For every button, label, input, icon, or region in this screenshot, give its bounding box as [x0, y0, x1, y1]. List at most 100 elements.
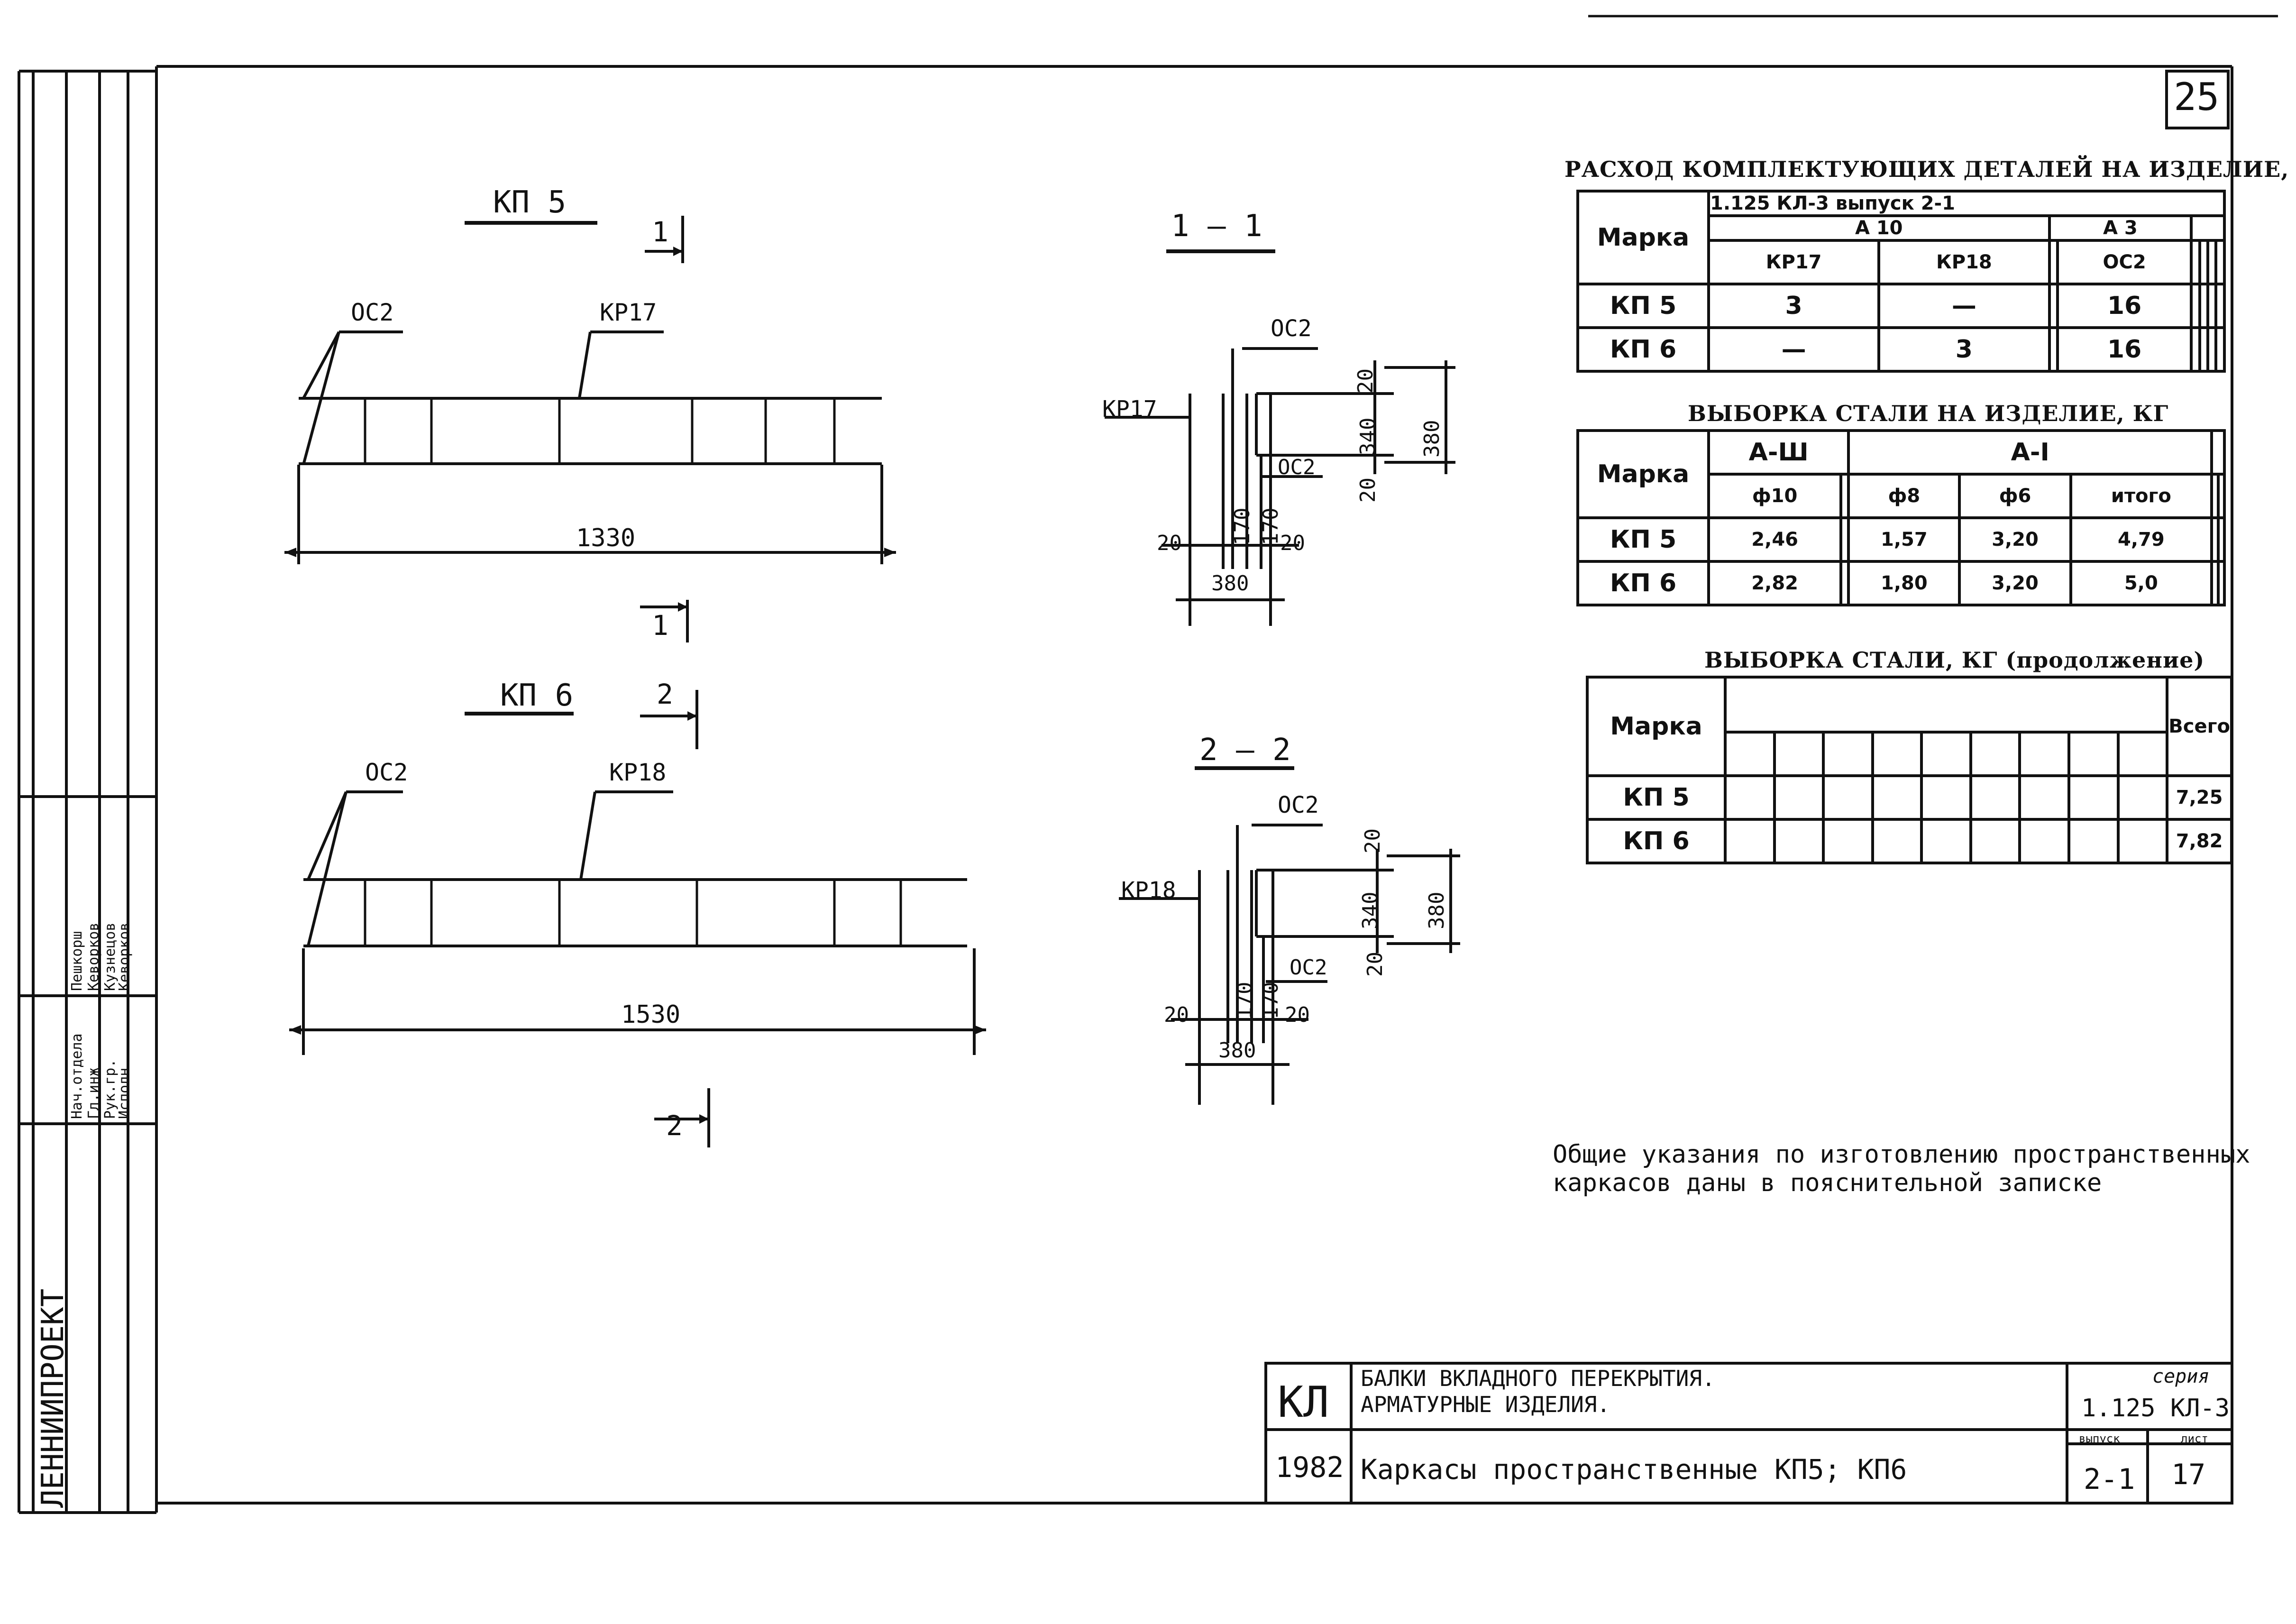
table2-group-a: А-Ш [1707, 429, 1850, 476]
table2-cell: 2,46 [1707, 516, 1843, 563]
table2-col: ф10 [1707, 473, 1843, 519]
table1-col: КР18 [1877, 239, 2051, 285]
table1-group-b: А 3 [2048, 214, 2193, 242]
section2-dim-width: 380 [1218, 1038, 1256, 1063]
table1-ref: 1.125 КЛ-3 выпуск 2-1 [1707, 190, 2226, 217]
section1-label-top: ОС2 [1271, 315, 1312, 342]
kp5-title: КП 5 [493, 185, 567, 220]
table3-row-mark: КП 6 [1586, 818, 1727, 864]
table1-cell: 16 [2056, 326, 2193, 373]
kp6-length: 1530 [621, 1000, 681, 1029]
table3-row-total: 7,82 [2166, 818, 2233, 864]
section1-label-left: КР17 [1102, 396, 1157, 422]
section1-dim-left: 20 [1157, 531, 1182, 555]
steel-table-continued: Марка Всего КП 5 7,25 КП 6 7,82 [1586, 676, 2233, 864]
table1-title: РАСХОД КОМПЛЕКТУЮЩИХ ДЕТАЛЕЙ НА ИЗДЕЛИЕ,… [1564, 156, 2296, 182]
section2-dim-bottom: 20 [1363, 952, 1387, 977]
title-block-series-value: 1.125 КЛ-3 [2081, 1394, 2230, 1422]
section2-label-top: ОС2 [1278, 792, 1319, 818]
table1-row-mark: КП 5 [1576, 283, 1710, 329]
kp6-section-mark-top: 2 [657, 678, 673, 710]
title-block-year: 1982 [1275, 1451, 1344, 1484]
table1-col: КР17 [1707, 239, 1881, 285]
table1-head-marka: Марка [1576, 190, 1710, 285]
table2-cell [1839, 516, 1850, 563]
kp5-label-os2: ОС2 [351, 299, 394, 326]
table2-col [1839, 473, 1850, 519]
table2-head-marka: Марка [1576, 429, 1710, 519]
table3-row-mark: КП 5 [1586, 774, 1727, 821]
side-stamp-name: Пешкорш [69, 931, 85, 991]
section2-dim-left: 20 [1164, 1003, 1189, 1027]
side-stamp-role: Нач.отдела [69, 1033, 85, 1119]
table1-row-mark: КП 6 [1576, 326, 1710, 373]
table2-col: ф6 [1958, 473, 2072, 519]
note-line-1: Общие указания по изготовлению пространс… [1553, 1140, 2250, 1169]
title-block-issue-value: 2-1 [2084, 1463, 2135, 1496]
section2-label-bottom: ОС2 [1290, 955, 1327, 980]
section2-dim-mid: 340 [1358, 891, 1382, 929]
section1-dim-total: 380 [1420, 420, 1444, 458]
kp5-label-kr: КР17 [600, 299, 657, 326]
table2-cell: 2,82 [1707, 560, 1843, 606]
title-block-subject-2: АРМАТУРНЫЕ ИЗДЕЛИЯ. [1361, 1392, 1610, 1417]
kp6-section-mark-bottom: 2 [666, 1110, 683, 1142]
table1-cell: 3 [1877, 326, 2051, 373]
table1-cell: — [1707, 326, 1881, 373]
kp5-section-mark-top: 1 [652, 216, 668, 248]
table2-title: ВЫБОРКА СТАЛИ НА ИЗДЕЛИЕ, КГ [1688, 401, 2169, 426]
note-line-2: каркасов даны в пояснительной записке [1553, 1169, 2102, 1197]
section1-dim-b: 170 [1259, 507, 1283, 545]
kp5-length: 1330 [576, 524, 636, 552]
table3-title: ВЫБОРКА СТАЛИ, КГ (продолжение) [1704, 647, 2205, 673]
kp5-section-mark-bottom: 1 [652, 609, 668, 642]
title-block-sheet-value: 17 [2171, 1458, 2206, 1491]
table2-col: ф8 [1847, 473, 1961, 519]
side-stamp-name: Кеворков [85, 922, 102, 991]
components-table: Марка 1.125 КЛ-3 выпуск 2-1 А 10 А 3 КР1… [1576, 190, 2226, 373]
table1-col: ОС2 [2056, 239, 2193, 285]
side-stamp-role: Гл.инж [85, 1067, 102, 1119]
title-block-subject-1: БАЛКИ ВКЛАДНОГО ПЕРЕКРЫТИЯ. [1361, 1366, 1715, 1391]
section2-dim-a: 170 [1233, 982, 1257, 1019]
section1-label-bottom: ОС2 [1278, 455, 1316, 479]
table2-cell [1839, 560, 1850, 606]
table2-group-b: А-I [1847, 429, 2214, 476]
table2-cell: 1,57 [1847, 516, 1961, 563]
section2-dim-right: 20 [1285, 1003, 1310, 1027]
section1-dim-right: 20 [1280, 531, 1305, 555]
side-stamp-name: Кеворков [116, 922, 133, 991]
section2-title: 2 — 2 [1199, 733, 1291, 768]
section2-dim-b: 170 [1259, 982, 1283, 1019]
table2-cell: 4,79 [2069, 516, 2214, 563]
table1-cell: — [1877, 283, 2051, 329]
table1-cell [2048, 283, 2059, 329]
side-stamp-role: Исполн. [116, 1059, 133, 1119]
table2-cell: 5,0 [2069, 560, 2214, 606]
section1-dim-top: 20 [1354, 368, 1378, 394]
kp6-title: КП 6 [500, 678, 574, 713]
table3-row-total: 7,25 [2166, 774, 2233, 821]
table1-cell: 16 [2056, 283, 2193, 329]
title-block-series-label: серия [2152, 1366, 2210, 1387]
kp6-label-os2: ОС2 [365, 759, 408, 786]
section1-dim-mid: 340 [1356, 417, 1380, 455]
table2-col: итого [2069, 473, 2214, 519]
section1-dim-a: 170 [1230, 507, 1254, 545]
page-number: 25 [2174, 75, 2220, 119]
table1-cell: 3 [1707, 283, 1881, 329]
table3-head-marka: Марка [1586, 676, 1727, 777]
section1-dim-bottom: 20 [1356, 477, 1380, 503]
table3-total-label: Всего [2166, 676, 2233, 777]
kp6-label-kr: КР18 [609, 759, 667, 786]
section1-dim-width: 380 [1211, 571, 1249, 596]
table1-group-a: А 10 [1707, 214, 2051, 242]
title-block-issue-label: выпуск [2079, 1432, 2120, 1445]
section2-dim-total: 380 [1425, 891, 1449, 929]
table2-cell: 3,20 [1958, 560, 2072, 606]
table1-col [2048, 239, 2059, 285]
title-block-code: КЛ [1278, 1377, 1329, 1427]
table2-cell: 1,80 [1847, 560, 1961, 606]
section2-dim-top: 20 [1361, 828, 1385, 853]
